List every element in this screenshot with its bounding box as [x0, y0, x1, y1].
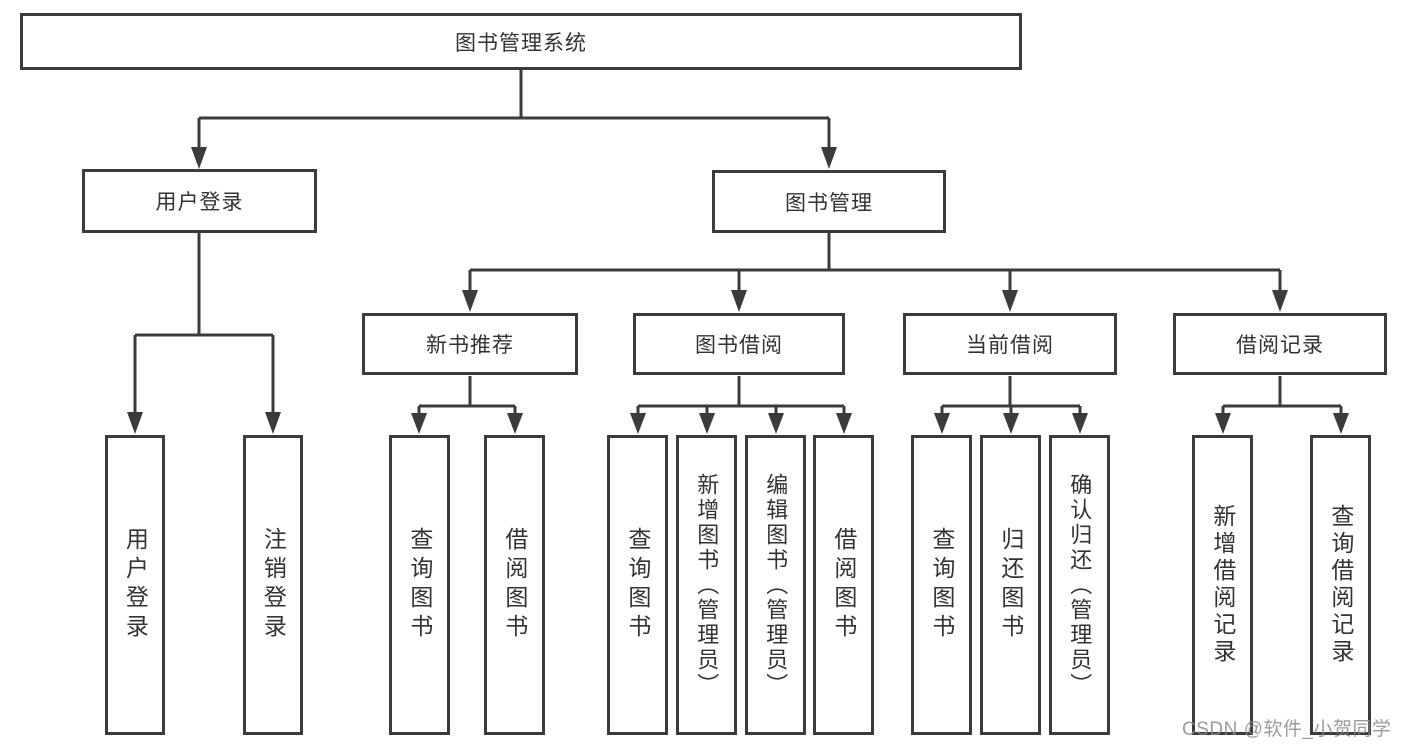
leaf-borrow-books-recommend: 借阅图书	[484, 435, 545, 735]
connector-new-book-recommend-to-leaves	[417, 376, 517, 415]
leaf-logout-login: 注销登录	[243, 435, 303, 735]
node-current-borrow: 当前借阅	[903, 313, 1117, 375]
connector-current-borrow-to-leaves	[940, 376, 1082, 415]
leaf-edit-books-admin: 编辑图书（管理员）	[745, 435, 806, 735]
arrowheads	[127, 147, 1349, 434]
leaf-query-books-borrow: 查询图书	[607, 435, 668, 735]
node-borrow-records: 借阅记录	[1173, 313, 1387, 375]
node-book-borrow: 图书借阅	[633, 313, 845, 375]
node-user-login: 用户登录	[82, 169, 317, 233]
leaf-query-borrow-record: 查询借阅记录	[1310, 435, 1371, 735]
leaf-query-books-recommend: 查询图书	[389, 435, 450, 735]
leaf-add-books-admin: 新增图书（管理员）	[676, 435, 737, 735]
csdn-watermark: CSDN @软件_小贺同学	[1182, 719, 1392, 740]
node-new-book-recommend: 新书推荐	[362, 313, 578, 375]
node-root-library-management-system: 图书管理系统	[20, 13, 1022, 70]
connector-user-login-to-leaves	[133, 233, 275, 414]
connector-borrow-records-to-leaves	[1221, 376, 1343, 415]
connector-book-borrow-to-leaves	[636, 376, 846, 415]
connector-root-to-level2	[197, 70, 831, 149]
leaf-add-borrow-record: 新增借阅记录	[1192, 435, 1253, 735]
connector-book-management-to-level3	[468, 233, 1282, 292]
node-book-management: 图书管理	[712, 170, 946, 233]
leaf-user-login: 用户登录	[105, 435, 165, 735]
leaf-confirm-return-admin: 确认归还（管理员）	[1049, 435, 1110, 735]
leaf-borrow-books: 借阅图书	[813, 435, 874, 735]
leaf-return-books: 归还图书	[980, 435, 1041, 735]
leaf-query-books-current: 查询图书	[911, 435, 972, 735]
